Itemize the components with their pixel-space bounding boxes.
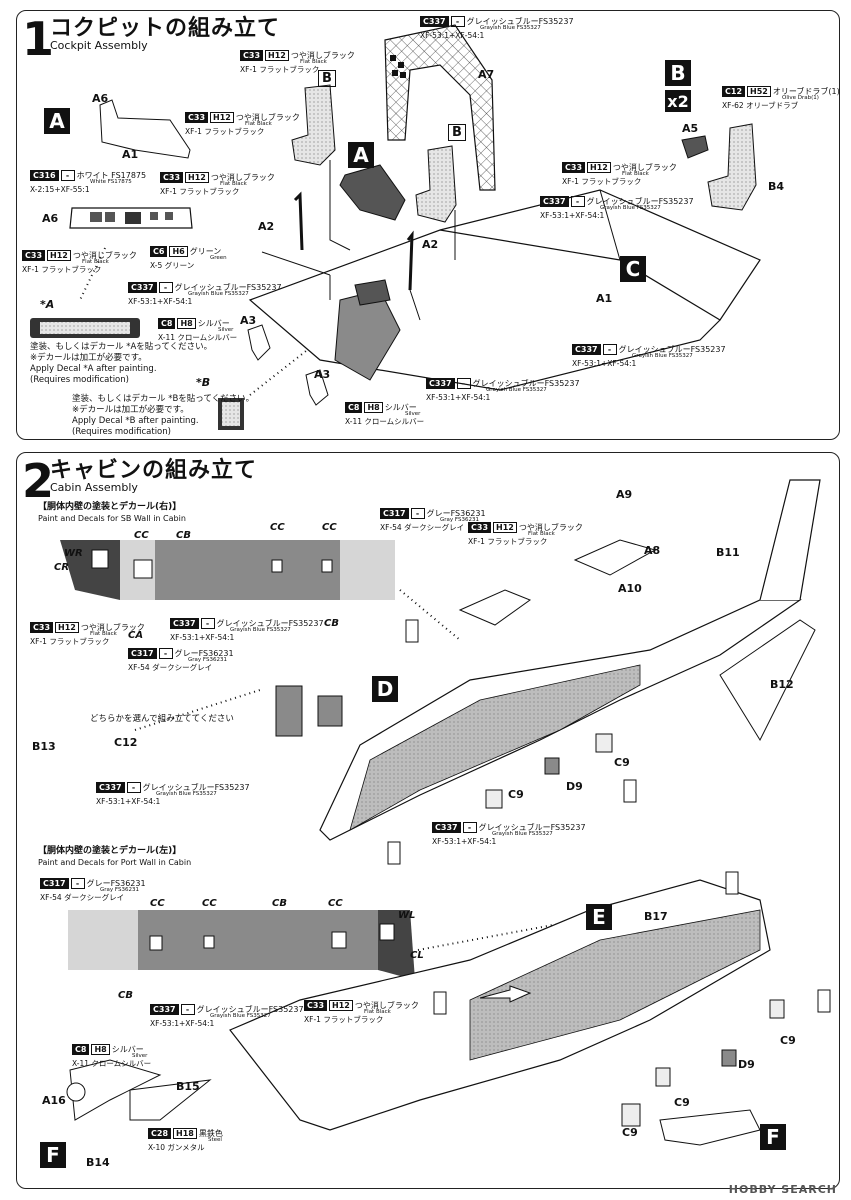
section-a-marker: A xyxy=(44,108,70,134)
cabin-assembly-drawing xyxy=(60,479,831,1146)
part-b12-label: B12 xyxy=(770,678,794,691)
decal-a-note: 塗装、もしくはデカール *Aを貼ってください。※デカールは加工が必要です。 Ap… xyxy=(30,342,213,386)
decal-cc-label-5: CC xyxy=(202,898,217,909)
paint-c337-bulkhead: C337-グレイッシュブルーFS35237 Grayish Blue FS353… xyxy=(420,16,574,40)
step2-number: 2 xyxy=(22,454,55,508)
part-a2-label-2: A2 xyxy=(422,238,439,251)
decal-cc-label-3: CC xyxy=(322,522,337,533)
decal-cb-label-1: CB xyxy=(176,530,191,541)
section-c-marker: C xyxy=(620,256,646,282)
part-a10-label: A10 xyxy=(618,582,642,595)
part-b17-label: B17 xyxy=(644,910,668,923)
part-a1-label: A1 xyxy=(122,148,139,161)
part-b15-label: B15 xyxy=(176,1080,200,1093)
part-d9-label-2: D9 xyxy=(738,1058,755,1071)
part-b14-label: B14 xyxy=(86,1156,110,1169)
decal-b-label: *B xyxy=(196,376,211,389)
decal-cb-label-4: CB xyxy=(118,990,133,1001)
part-c9-label: C9 xyxy=(614,756,630,769)
decal-b-note: 塗装、もしくはデカール *Bを貼ってください。※デカールは加工が必要です。 Ap… xyxy=(72,394,255,438)
part-a7-label: A7 xyxy=(478,68,495,81)
decal-wl-label: WL xyxy=(398,910,416,921)
paint-c337-floor-2: C337-グレイッシュブルーFS35237 Grayish Blue FS353… xyxy=(572,344,726,368)
cockpit-assembly-drawing xyxy=(30,24,761,430)
step1-title-jp: コクピットの組み立て xyxy=(50,16,281,41)
part-a5-label: A5 xyxy=(682,122,699,135)
section-f-marker: F xyxy=(40,1142,66,1168)
decal-cb-label-2: CB xyxy=(324,618,339,629)
decal-a-label: *A xyxy=(40,298,55,311)
paint-c337-b13: C337-グレイッシュブルーFS35237 Grayish Blue FS353… xyxy=(96,782,250,806)
choose-one-note: どちらかを選んで組み立ててください xyxy=(90,714,234,724)
part-a6-label-2: A6 xyxy=(42,212,59,225)
seat-b-label-1: B xyxy=(318,70,336,87)
paint-c337-seat-b: C337-グレイッシュブルーFS35237 Grayish Blue FS353… xyxy=(540,196,694,220)
paint-c337-sb-wall: C337-グレイッシュブルーFS35237 Grayish Blue FS353… xyxy=(170,618,324,642)
decal-cc-label-2: CC xyxy=(270,522,285,533)
part-c12-label: C12 xyxy=(114,736,138,749)
part-a1-label-2: A1 xyxy=(596,292,613,305)
step2-title-en: Cabin Assembly xyxy=(50,481,138,494)
part-a2-label: A2 xyxy=(258,220,275,233)
part-b11-label: B11 xyxy=(716,546,740,559)
part-a3-label-2: A3 xyxy=(314,368,331,381)
step1-title-en: Cockpit Assembly xyxy=(50,39,148,52)
part-b4-label: B4 xyxy=(768,180,785,193)
quantity-x2-marker: x2 xyxy=(665,90,691,112)
part-a16-label: A16 xyxy=(42,1094,66,1107)
decal-cr-label: CR xyxy=(54,562,70,573)
decal-cl-label: CL xyxy=(410,950,424,961)
paint-c337-floor: C337-グレイッシュブルーFS35237 Grayish Blue FS353… xyxy=(426,378,580,402)
part-c9-label-4: C9 xyxy=(674,1096,690,1109)
section-a-marker-2: A xyxy=(348,142,374,168)
seat-b-label-2: B xyxy=(448,124,466,141)
paint-c337-cabin-d: C337-グレイッシュブルーFS35237 Grayish Blue FS353… xyxy=(432,822,586,846)
sb-wall-heading: 【胴体内壁の塗装とデカール(右)】Paint and Decals for SB… xyxy=(38,502,186,523)
step1-number: 1 xyxy=(22,12,55,66)
part-a6-label: A6 xyxy=(92,92,109,105)
step2-title-jp: キャビンの組み立て xyxy=(50,458,258,483)
decal-cc-label-4: CC xyxy=(150,898,165,909)
part-a3-label: A3 xyxy=(240,314,257,327)
decal-ca-label: CA xyxy=(128,630,144,641)
paint-c337-port-wall: C337-グレイッシュブルーFS35237 Grayish Blue FS353… xyxy=(150,1004,304,1028)
decal-cb-label-3: CB xyxy=(272,898,287,909)
decal-cc-label-1: CC xyxy=(134,530,149,541)
paint-c337-pedestal: C337-グレイッシュブルーFS35237 Grayish Blue FS353… xyxy=(128,282,282,306)
part-c9-label-2: C9 xyxy=(508,788,524,801)
decal-wr-label: WR xyxy=(64,548,83,559)
part-d9-label: D9 xyxy=(566,780,583,793)
part-a9-label: A9 xyxy=(616,488,633,501)
part-b13-label: B13 xyxy=(32,740,56,753)
port-wall-heading: 【胴体内壁の塗装とデカール(左)】Paint and Decals for Po… xyxy=(38,846,192,867)
section-f-marker-2: F xyxy=(760,1124,786,1150)
part-c9-label-3: C9 xyxy=(780,1034,796,1047)
part-c9-label-5: C9 xyxy=(622,1126,638,1139)
section-e-marker: E xyxy=(586,904,612,930)
section-b-marker-right: B xyxy=(665,60,691,86)
section-d-marker: D xyxy=(372,676,398,702)
hobby-search-watermark: HOBBY SEARCH xyxy=(728,1183,837,1196)
decal-cc-label-6: CC xyxy=(328,898,343,909)
part-a8-label: A8 xyxy=(644,544,661,557)
